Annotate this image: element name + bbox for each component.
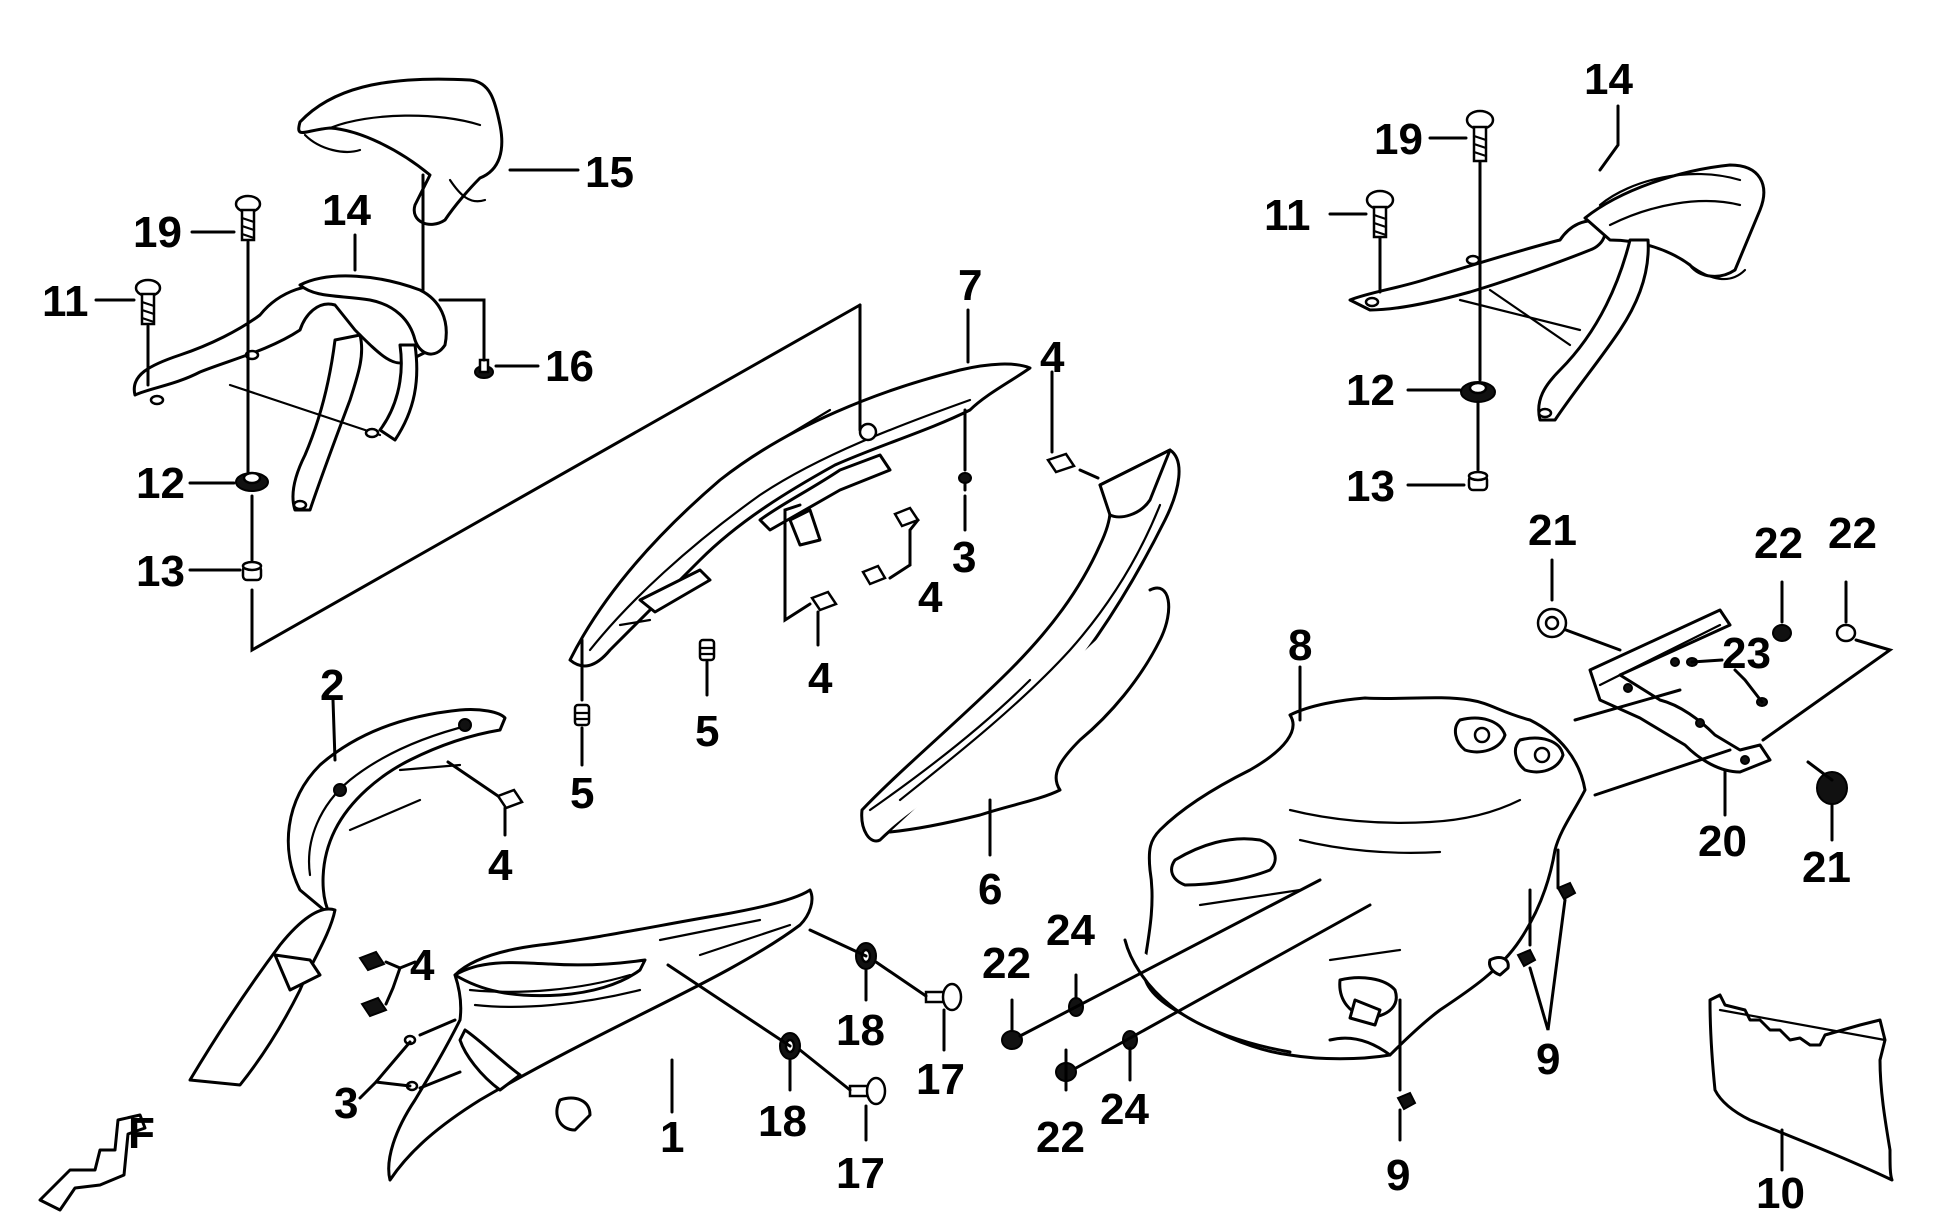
- rear-carrier-rack-right: [1348, 163, 1766, 422]
- callout-4-mid-b: 4: [808, 654, 833, 703]
- callout-9-a: 9: [1536, 1035, 1560, 1084]
- callout-14-right: 14: [1584, 55, 1633, 104]
- nut-22-lower-a: [1001, 1030, 1023, 1050]
- rear-bracket-part: [1588, 608, 1772, 774]
- bolt-11-right: [1365, 189, 1395, 239]
- nut-13-right: [1467, 470, 1489, 492]
- callout-10: 10: [1756, 1169, 1805, 1216]
- callout-13-left: 13: [136, 547, 185, 596]
- front-direction-marker: F: [38, 1109, 155, 1212]
- callout-11-right: 11: [1264, 191, 1311, 240]
- rear-inner-fender-part: [1123, 696, 1587, 1061]
- front-side-garnish-part: [286, 708, 507, 917]
- clip-4-mid-b: [861, 564, 887, 586]
- callout-17-upper: 17: [916, 1055, 965, 1104]
- callout-23: 23: [1722, 629, 1771, 678]
- side-cover-right-part: [860, 448, 1181, 843]
- leader-lines: [94, 104, 1894, 1172]
- clip-4-mid-c: [810, 590, 838, 612]
- callout-4-lower: 4: [410, 941, 435, 990]
- callout-3-lower: 3: [334, 1079, 358, 1128]
- callout-2: 2: [320, 661, 344, 710]
- rear-grab-rail-left: [132, 274, 448, 512]
- callout-9-b: 9: [1386, 1151, 1410, 1200]
- lower-body-cover-part: [188, 888, 814, 1182]
- screw-3-top: [958, 472, 972, 492]
- bolt-17-lower: [848, 1076, 887, 1106]
- callout-18-lower: 18: [758, 1097, 807, 1146]
- bolt-9-a: [1516, 948, 1537, 968]
- grommet-21-upper: [1536, 607, 1568, 639]
- callout-12-right: 12: [1346, 366, 1395, 415]
- bolt-11-left: [134, 278, 162, 326]
- bolt-9-c: [1396, 1091, 1417, 1111]
- mud-flap-part: [1708, 993, 1894, 1182]
- clip-4-garnish: [496, 788, 524, 810]
- rear-spoiler-part: [297, 77, 504, 226]
- callout-15: 15: [585, 148, 634, 197]
- callout-1: 1: [660, 1113, 684, 1162]
- clip-5-b: [573, 703, 591, 727]
- clip-4-top: [1046, 452, 1076, 474]
- callout-3-top: 3: [952, 533, 976, 582]
- callout-11-left: 11: [42, 277, 89, 326]
- washer-12-left: [235, 471, 269, 492]
- callout-22-lower-a: 22: [982, 939, 1031, 988]
- rear-upper-cowl-part: [568, 362, 1032, 668]
- callout-22-upper-b: 22: [1828, 509, 1877, 558]
- bolt-9-b: [1556, 881, 1577, 901]
- callout-16: 16: [545, 342, 594, 391]
- callout-18-upper: 18: [836, 1006, 885, 1055]
- bolt-19-right: [1465, 109, 1495, 163]
- callout-14-left: 14: [322, 186, 371, 235]
- bolt-19-left: [234, 194, 262, 242]
- callout-19-right: 19: [1374, 115, 1423, 164]
- screw-16: [474, 358, 494, 379]
- callout-21-upper: 21: [1528, 506, 1577, 555]
- callout-21-lower: 21: [1802, 843, 1851, 892]
- clip-4-lower-b: [360, 996, 388, 1018]
- callout-12-left: 12: [136, 459, 185, 508]
- callout-22-lower-b: 22: [1036, 1113, 1085, 1162]
- washer-12-right: [1460, 381, 1496, 403]
- callout-20: 20: [1698, 817, 1747, 866]
- callout-24-b: 24: [1100, 1085, 1149, 1134]
- callout-4-mid-a: 4: [918, 573, 943, 622]
- callout-4-garnish: 4: [488, 841, 513, 890]
- callout-19-left: 19: [133, 208, 182, 257]
- callout-24-a: 24: [1046, 906, 1095, 955]
- nut-22-upper-b: [1835, 623, 1857, 643]
- grommet-21-lower: [1816, 771, 1848, 805]
- callout-5-b: 5: [570, 769, 594, 818]
- clip-5-a: [698, 638, 716, 662]
- callout-8: 8: [1288, 621, 1312, 670]
- callout-17-lower: 17: [836, 1149, 885, 1198]
- clip-4-lower-a: [358, 950, 386, 972]
- callout-4-top: 4: [1040, 333, 1065, 382]
- callout-labels: 15 14 19 11 16 12 13 14 19 11 12 13 7 4 …: [42, 55, 1877, 1216]
- callout-13-right: 13: [1346, 462, 1395, 511]
- callout-5-a: 5: [695, 707, 719, 756]
- front-marker-letter: F: [128, 1109, 155, 1158]
- callout-7: 7: [958, 261, 982, 310]
- nut-13-left: [241, 560, 263, 582]
- nut-22-upper-a: [1772, 624, 1792, 642]
- callout-22-upper-a: 22: [1754, 519, 1803, 568]
- bolt-17-upper: [924, 982, 963, 1012]
- callout-6: 6: [978, 865, 1002, 914]
